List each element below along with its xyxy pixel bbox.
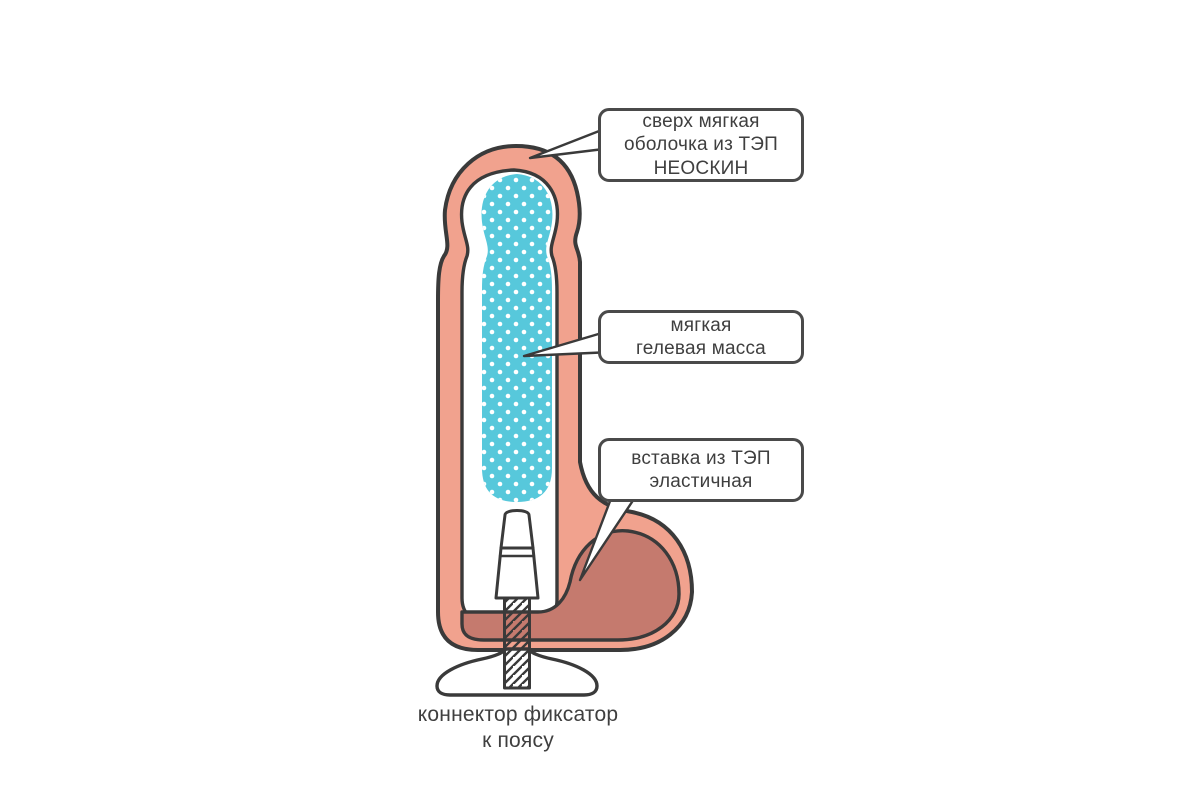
connector-caption-line-1: коннектор фиксатор — [417, 703, 619, 726]
connector-caption-line-2: к поясу — [482, 729, 554, 753]
callout-insert-line-1: вставка из ТЭП — [631, 447, 771, 469]
threaded-rod-shape — [503, 596, 531, 690]
callout-shell-line-2: оболочка из ТЭП — [623, 134, 779, 156]
gel-core-shape — [481, 174, 553, 502]
callout-shell-line-3: НЕОСКИН — [653, 157, 749, 179]
connector-caption: коннектор фиксатор к поясу — [380, 702, 656, 755]
connector-cone-body-shape — [494, 546, 540, 600]
callout-insert-line-2: эластичная — [649, 471, 753, 492]
callout-shell: сверх мягкая оболочка из ТЭП НЕОСКИН — [598, 108, 804, 182]
callout-gel: мягкая гелевая масса — [598, 310, 804, 364]
callout-gel-line-2: гелевая масса — [636, 338, 766, 359]
connector-cone-tip-shape — [499, 509, 535, 550]
callout-gel-line-1: мягкая — [670, 314, 732, 336]
callout-shell-line-1: сверх мягкая — [642, 111, 760, 133]
callout-insert: вставка из ТЭП эластичная — [598, 438, 804, 502]
